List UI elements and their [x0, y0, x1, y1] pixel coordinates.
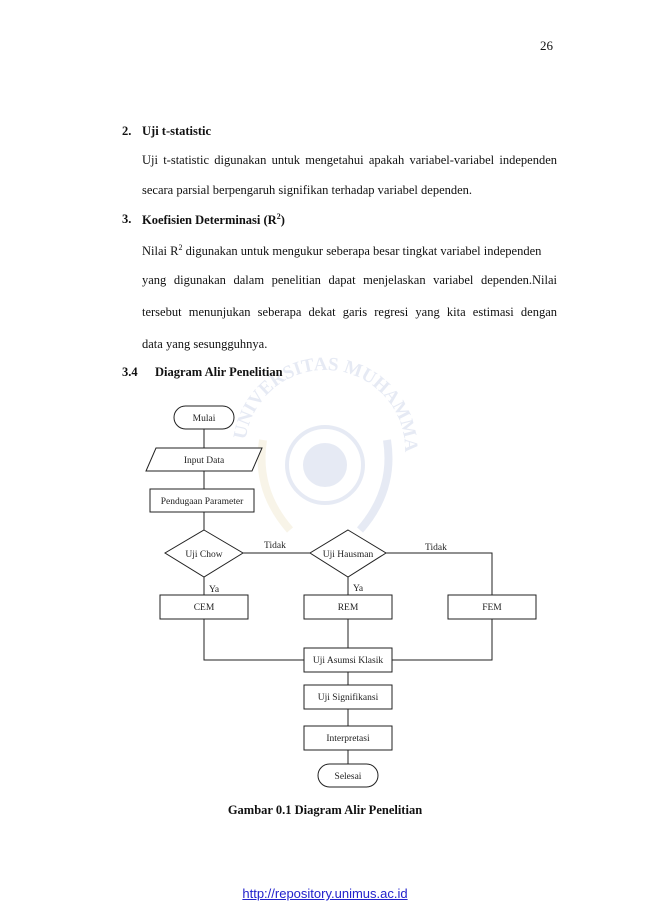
cem-label: CEM — [194, 603, 215, 613]
rem-box — [303, 594, 393, 620]
section-3-line-1-suffix: digunakan untuk mengukur seberapa besar … — [182, 244, 542, 259]
cem-box — [159, 594, 249, 620]
chow-label: Uji Chow — [185, 550, 222, 560]
chow-decision-diamond — [164, 529, 244, 578]
connector-fem-asumsi — [392, 619, 493, 661]
section-3-line-1-prefix: Nilai R — [142, 244, 179, 259]
start-terminal — [173, 405, 235, 430]
asumsi-box — [303, 647, 393, 673]
end-terminal — [317, 763, 379, 788]
fem-box — [447, 594, 537, 620]
section-3-title-suffix: ) — [280, 213, 285, 228]
start-label: Mulai — [193, 414, 216, 424]
section-3-4-number: 3.4 — [122, 365, 138, 379]
section-3-line-4: data yang sesungguhnya. — [142, 337, 268, 351]
interpretasi-label: Interpretasi — [326, 734, 370, 744]
section-3-title: Koefisien Determinasi (R2) — [142, 212, 285, 228]
section-3-line-2: yang digunakan dalam penelitian dapat me… — [142, 273, 557, 287]
rem-label: REM — [338, 603, 359, 613]
section-2-line-1: Uji t-statistic digunakan untuk mengetah… — [142, 153, 557, 167]
connector-hausman-fem — [386, 552, 493, 595]
input-data-parallelogram — [145, 447, 263, 472]
input-label: Input Data — [184, 456, 225, 466]
tidak-hausman-label: Tidak — [425, 543, 447, 553]
section-3-line-1-sup: 2 — [178, 243, 183, 252]
figure-caption: Gambar 0.1 Diagram Alir Penelitian — [227, 803, 423, 817]
tidak-chow-label: Tidak — [264, 541, 286, 551]
interpretasi-box — [303, 725, 393, 751]
flowchart-connectors — [203, 429, 493, 764]
signifikansi-label: Uji Signifikansi — [318, 692, 379, 703]
hausman-decision-diamond — [309, 529, 387, 578]
section-3-title-prefix: Koefisien Determinasi (R — [142, 213, 277, 228]
end-label: Selesai — [335, 772, 362, 782]
fem-label: FEM — [482, 603, 502, 613]
hausman-label: Uji Hausman — [323, 550, 374, 560]
estimation-box — [149, 488, 255, 513]
ya-hausman-label: Ya — [353, 584, 364, 594]
section-3-line-1: Nilai R2 digunakan untuk mengukur sebera… — [142, 243, 541, 259]
section-2-line-2: secara parsial berpengaruh signifikan te… — [142, 183, 473, 197]
asumsi-label: Uji Asumsi Klasik — [313, 656, 383, 666]
page-number: 26 — [540, 38, 553, 53]
estimation-label: Pendugaan Parameter — [161, 497, 244, 507]
connector-cem-asumsi — [203, 619, 304, 661]
section-3-4-title: Diagram Alir Penelitian — [155, 365, 283, 379]
signifikansi-box — [303, 684, 393, 710]
section-3-title-sup: 2 — [276, 212, 281, 221]
repository-link[interactable]: http://repository.unimus.ac.id — [242, 886, 408, 901]
ya-chow-label: Ya — [209, 585, 220, 595]
section-3-number: 3. — [122, 212, 132, 226]
section-2-title: Uji t-statistic — [142, 124, 212, 138]
section-3-line-3: tersebut menunjukan seberapa dekat garis… — [142, 305, 557, 319]
section-2-number: 2. — [122, 124, 132, 138]
